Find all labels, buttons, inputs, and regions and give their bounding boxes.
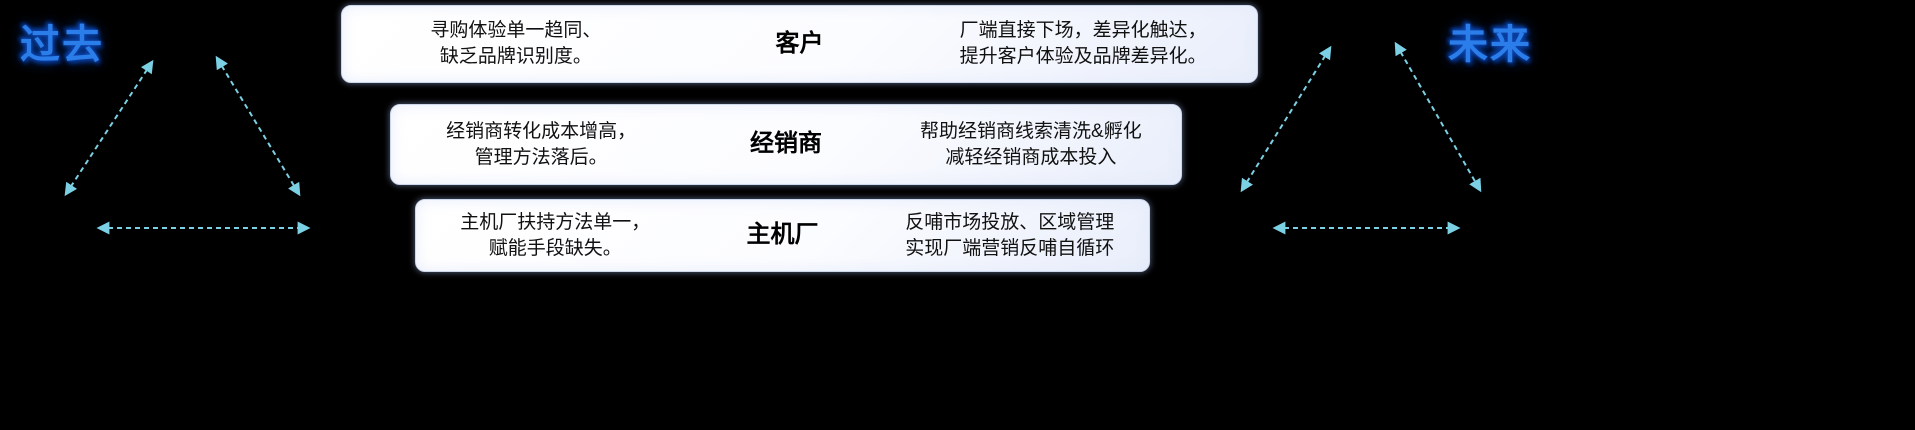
past-arrow-right-diagonal [215, 55, 301, 197]
dealer-past-text: 经销商转化成本增高， 管理方法落后。 [446, 120, 637, 168]
customer-label: 客户 [775, 29, 824, 57]
past-arrow-left-diagonal [64, 59, 154, 197]
dealer-label: 经销商 [749, 130, 822, 158]
oem-future-text: 反哺市场投放、区域管理 实现厂端营销反哺自循环 [905, 211, 1115, 259]
oem-label: 主机厂 [746, 221, 819, 249]
customer-future-text: 厂端直接下场，差异化触达， 提升客户体验及品牌差异化。 [959, 20, 1207, 67]
row-oem: 主机厂扶持方法单一， 赋能手段缺失。 主机厂 反哺市场投放、区域管理 实现厂端营… [415, 199, 1150, 272]
future-label: 未来 [1448, 23, 1532, 67]
row-customer: 寻购体验单一趋同、 缺乏品牌识别度。 客户 厂端直接下场，差异化触达， 提升客户… [341, 5, 1258, 83]
dealer-future-text: 帮助经销商线索清洗&孵化 减轻经销商成本投入 [920, 120, 1142, 168]
customer-past-text: 寻购体验单一趋同、 缺乏品牌识别度。 [430, 20, 602, 67]
oem-past-text: 主机厂扶持方法单一， 赋能手段缺失。 [460, 211, 651, 259]
row-dealer: 经销商转化成本增高， 管理方法落后。 经销商 帮助经销商线索清洗&孵化 减轻经销… [390, 104, 1182, 185]
past-label: 过去 [20, 23, 104, 67]
